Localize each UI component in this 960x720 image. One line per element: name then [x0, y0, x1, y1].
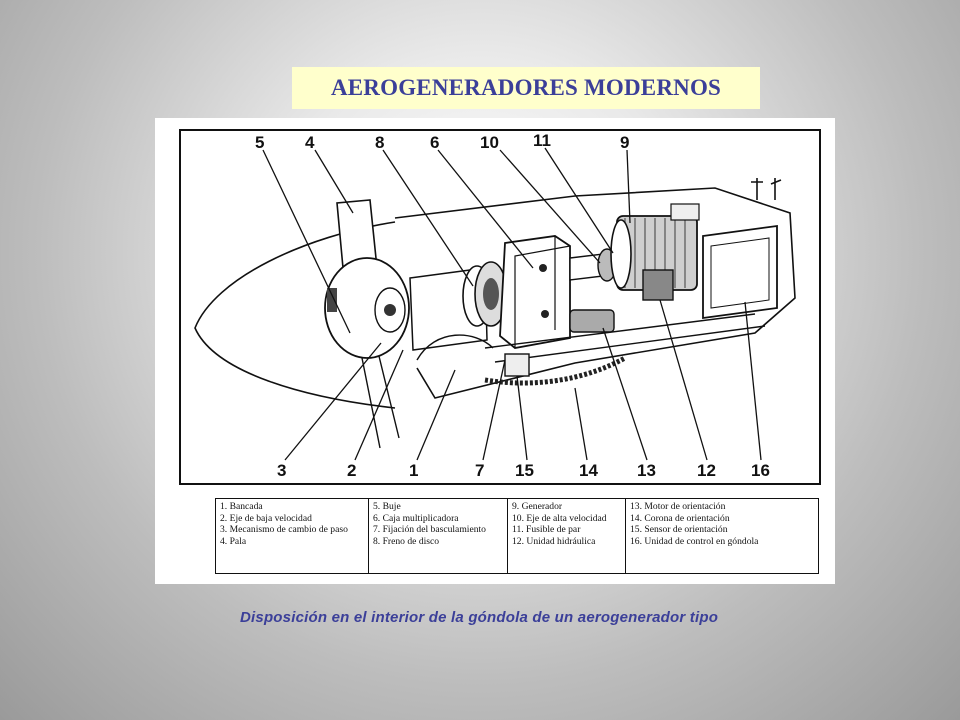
legend-item: 13. Motor de orientación: [630, 501, 726, 512]
figure-caption: Disposición en el interior de la góndola…: [240, 609, 719, 626]
slide-title: AEROGENERADORES MODERNOS: [292, 67, 760, 109]
legend-item: 10. Eje de alta velocidad: [512, 512, 607, 524]
legend-item: 1. Bancada: [220, 501, 263, 512]
slide-title-text: AEROGENERADORES MODERNOS: [330, 75, 722, 100]
callout-2: 2: [347, 461, 356, 480]
nacelle-drawing: 5 4 8 6 10 11 9 3 2 1 7 15 14 13 12 16: [179, 129, 821, 485]
legend-column: 9. Generador 10. Eje de alta velocidad 1…: [508, 499, 626, 573]
callout-11: 11: [533, 131, 551, 150]
legend-item: 2. Eje de baja velocidad: [220, 512, 312, 524]
legend-item: 9. Generador: [512, 501, 563, 512]
wind-sensors: [751, 178, 782, 200]
control-unit: [702, 224, 778, 320]
legend-column: 5. Buje 6. Caja multiplicadora 7. Fijaci…: [369, 499, 508, 573]
callout-4: 4: [305, 133, 315, 152]
legend-item: 5. Buje: [373, 501, 401, 512]
drawing-frame: [179, 129, 821, 485]
legend-item: 8. Freno de disco: [373, 535, 440, 547]
legend-item: 7. Fijación del basculamiento: [373, 524, 486, 536]
legend-item: 15. Sensor de orientación: [630, 524, 728, 536]
callout-12: 12: [697, 461, 716, 480]
callout-14: 14: [579, 461, 598, 480]
nacelle-figure: 5 4 8 6 10 11 9 3 2 1 7 15 14 13 12 16 1…: [155, 118, 835, 584]
legend-column: 13. Motor de orientación 14. Corona de o…: [626, 499, 816, 573]
callout-6: 6: [430, 133, 439, 152]
legend-item: 4. Pala: [220, 535, 247, 547]
callout-9: 9: [620, 133, 629, 152]
bed-plate: [484, 313, 766, 363]
hub: [324, 257, 410, 359]
callout-1: 1: [409, 461, 418, 480]
callout-7: 7: [475, 461, 484, 480]
callout-5: 5: [255, 133, 264, 152]
yaw-motor: [569, 309, 615, 333]
legend-item: 12. Unidad hidráulica: [512, 535, 596, 547]
hydraulic-unit: [642, 269, 674, 301]
legend-column: 1. Bancada 2. Eje de baja velocidad 3. M…: [216, 499, 369, 573]
callout-8: 8: [375, 133, 384, 152]
hub-center: [384, 304, 396, 316]
legend-item: 6. Caja multiplicadora: [373, 512, 459, 524]
legend-item: 11. Fusible de par: [512, 524, 581, 536]
nacelle-outline: [394, 187, 796, 399]
parts-legend: 1. Bancada 2. Eje de baja velocidad 3. M…: [215, 498, 819, 574]
spinner-outline: [194, 221, 396, 409]
legend-item: 14. Corona de orientación: [630, 512, 730, 524]
callout-16: 16: [751, 461, 770, 480]
lower-blade: [359, 347, 400, 449]
callout-15: 15: [515, 461, 534, 480]
callout-3: 3: [277, 461, 286, 480]
yaw-sensor: [504, 353, 530, 377]
callout-13: 13: [637, 461, 656, 480]
legend-item: 3. Mecanismo de cambio de paso: [220, 524, 348, 536]
legend-item: 16. Unidad de control en góndola: [630, 535, 759, 547]
leader-lines: [262, 147, 762, 461]
callout-10: 10: [480, 133, 499, 152]
yaw-ring: [484, 355, 627, 386]
